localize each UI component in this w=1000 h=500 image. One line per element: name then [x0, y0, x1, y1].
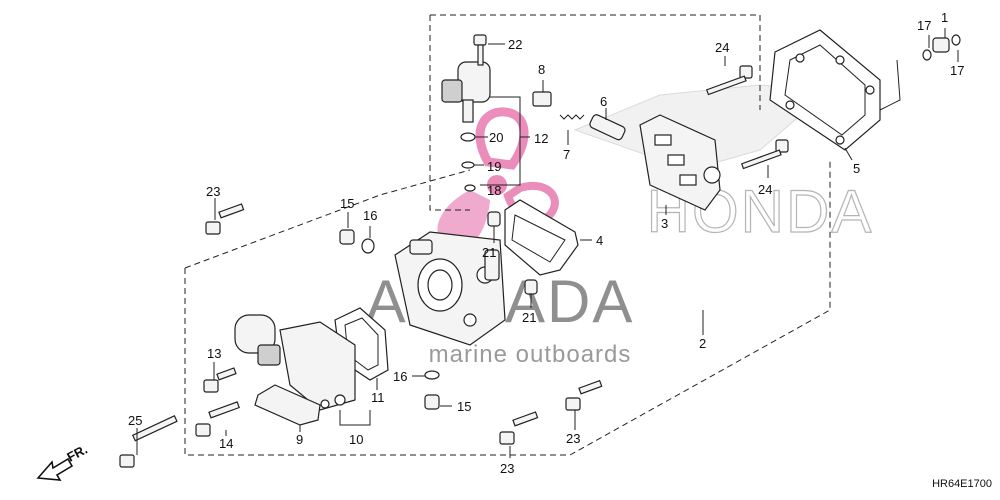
diagram-code: HR64E1700 [932, 478, 992, 490]
leader-lines [136, 28, 959, 458]
callout-labels: 22 8 6 7 20 12 19 18 4 21 21 24 24 3 5 1… [128, 10, 964, 476]
valve-spool-6 [589, 114, 626, 141]
gasket-4 [504, 199, 579, 276]
solenoid-assembly-10 [234, 314, 356, 411]
callout-12: 12 [534, 131, 548, 146]
bolt-23-left [205, 203, 245, 235]
callout-15-lower: 15 [457, 399, 471, 414]
callout-17-right: 17 [950, 63, 964, 78]
washer-16-lower [424, 370, 440, 380]
callout-23-left: 23 [206, 184, 220, 199]
marine-outboards-watermark-text: marine outboards [429, 341, 632, 368]
bolt-24-lower [740, 139, 789, 170]
callout-16-upper: 16 [363, 208, 377, 223]
callout-17-left: 17 [917, 18, 931, 33]
callout-5: 5 [853, 161, 860, 176]
bolt-22 [473, 34, 487, 66]
washer-17-right [951, 34, 961, 46]
callout-11: 11 [371, 390, 385, 405]
callout-16-lower: 16 [393, 369, 407, 384]
callout-19: 19 [487, 159, 501, 174]
callout-8: 8 [538, 62, 545, 77]
group-frames [184, 14, 831, 456]
spring-7 [559, 114, 585, 120]
dowel-pin-21-upper [487, 211, 501, 227]
callout-23-center: 23 [500, 461, 514, 476]
callout-25: 25 [128, 413, 142, 428]
callout-24-lower: 24 [758, 182, 772, 197]
front-arrow-icon [36, 457, 74, 481]
clip-8 [532, 91, 552, 107]
callout-15-upper: 15 [340, 196, 354, 211]
bolt-13 [203, 367, 237, 393]
front-direction-label: FR. [64, 442, 90, 465]
bolt-23-right [565, 379, 603, 411]
bolt-15-lower [424, 394, 440, 410]
solenoid-upper [441, 61, 491, 192]
callout-14: 14 [219, 436, 233, 451]
callout-23-right: 23 [566, 431, 580, 446]
callout-24-upper: 24 [715, 40, 729, 55]
callout-3: 3 [661, 216, 668, 231]
bolt-15-upper [339, 229, 355, 245]
callout-10: 10 [349, 432, 363, 447]
callout-9: 9 [296, 432, 303, 447]
callout-21-upper: 21 [482, 245, 496, 260]
valve-body [394, 231, 506, 346]
plate-9 [254, 384, 321, 426]
callout-1: 1 [941, 10, 948, 25]
front-direction-indicator: FR. [36, 442, 90, 481]
bolt-14 [195, 401, 240, 437]
callout-6: 6 [600, 94, 607, 109]
callout-2: 2 [699, 336, 706, 351]
valve-body-3 [639, 114, 721, 211]
callout-13: 13 [207, 346, 221, 361]
callout-21-lower: 21 [522, 310, 536, 325]
bolt-23-center [499, 411, 539, 445]
dowel-pin-21-lower [524, 279, 538, 295]
bolt-24-upper [705, 65, 753, 96]
callout-7: 7 [563, 147, 570, 162]
washer-17-left [922, 49, 932, 61]
callout-22: 22 [508, 37, 522, 52]
washer-16-upper [361, 238, 375, 254]
callout-20: 20 [489, 130, 503, 145]
callout-18: 18 [487, 183, 501, 198]
bolt-25 [119, 415, 178, 468]
callout-4: 4 [596, 233, 603, 248]
plug-1 [932, 37, 950, 53]
gasket-plate-5 [769, 29, 881, 151]
